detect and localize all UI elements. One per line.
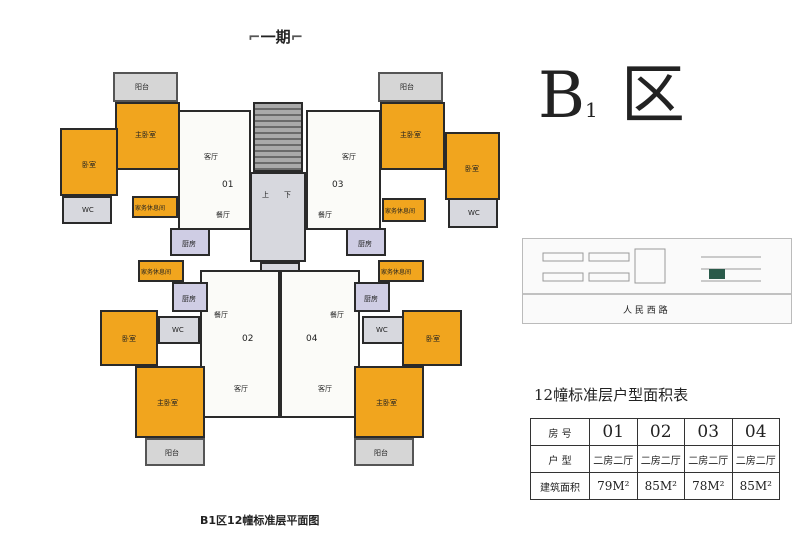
table-row: 房 号 01 02 03 04: [530, 418, 780, 446]
row-header-type: 户 型: [530, 445, 590, 473]
master-bedroom-02: 主卧室: [135, 366, 205, 438]
lobby: 上 下: [250, 172, 306, 262]
master-bedroom-04: 主卧室: [354, 366, 424, 438]
wc-03: WC: [448, 198, 498, 228]
master-bedroom-03: 主卧室: [380, 102, 445, 170]
district-title: B1 区: [538, 56, 685, 136]
kitchen-01: 厨房: [170, 228, 210, 256]
district-letter: B: [538, 59, 586, 133]
wc-02: WC: [158, 316, 200, 344]
plan-caption: B1区12幢标准层平面图: [200, 514, 320, 527]
bathroom-03: 家务休息间: [382, 198, 426, 222]
table-row: 建筑面积 79M² 85M² 78M² 85M²: [530, 472, 780, 500]
bathroom-02: 家务休息间: [138, 260, 184, 282]
kitchen-02: 厨房: [172, 282, 208, 312]
cell-type-01: 二房二厅: [589, 445, 638, 473]
living-room-02: 餐厅 02 客厅: [200, 270, 280, 418]
cell-area-01: 79M²: [589, 472, 638, 500]
cell-room-04: 04: [731, 418, 780, 446]
living-room-03: 客厅 03 餐厅: [306, 110, 381, 230]
table-row: 户 型 二房二厅 二房二厅 二房二厅 二房二厅: [530, 445, 780, 473]
site-map: 人 民 西 路: [522, 238, 792, 324]
district-subscript: 1: [585, 98, 598, 122]
bathroom-04: 家务休息间: [378, 260, 424, 282]
kitchen-04: 厨房: [354, 282, 390, 312]
living-room-04: 餐厅 04 客厅: [280, 270, 360, 418]
wc-04: WC: [362, 316, 404, 344]
area-table-title: 12幢标准层户型面积表: [534, 386, 689, 404]
balcony-01: 阳台: [113, 72, 178, 102]
master-bedroom-01: 主卧室: [115, 102, 180, 170]
bedroom-01: 卧室: [60, 128, 118, 196]
wc-01: WC: [62, 196, 112, 224]
cell-type-04: 二房二厅: [731, 445, 780, 473]
living-room-01: 客厅 01 餐厅: [178, 110, 251, 230]
area-table: 房 号 01 02 03 04 户 型 二房二厅 二房二厅 二房二厅 二房二厅 …: [530, 418, 780, 500]
balcony-02: 阳台: [145, 438, 205, 466]
row-header-room: 房 号: [530, 418, 590, 446]
road-label: 人 民 西 路: [623, 306, 668, 316]
cell-area-04: 85M²: [731, 472, 780, 500]
floor-plan: 阳台 阳台 阳台 阳台 客厅 01 餐厅 主卧室 卧室 WC 家务休息间 厨房 …: [60, 70, 505, 475]
cell-type-03: 二房二厅: [684, 445, 733, 473]
stairwell: 上: [253, 102, 303, 199]
bedroom-03: 卧室: [445, 132, 500, 200]
kitchen-03: 厨房: [346, 228, 386, 256]
cell-room-03: 03: [684, 418, 733, 446]
bedroom-02: 卧室: [100, 310, 158, 366]
cell-area-02: 85M²: [636, 472, 685, 500]
bedroom-04: 卧室: [402, 310, 462, 366]
phase-title: ⌐一期⌐: [248, 28, 304, 46]
row-header-area: 建筑面积: [530, 472, 590, 500]
balcony-03: 阳台: [378, 72, 443, 102]
balcony-04: 阳台: [354, 438, 414, 466]
cell-area-03: 78M²: [684, 472, 733, 500]
bathroom-01: 家务休息间: [132, 196, 178, 218]
district-char: 区: [620, 59, 685, 133]
cell-room-02: 02: [636, 418, 685, 446]
cell-type-02: 二房二厅: [636, 445, 685, 473]
cell-room-01: 01: [589, 418, 638, 446]
site-map-drawing: [523, 248, 791, 295]
